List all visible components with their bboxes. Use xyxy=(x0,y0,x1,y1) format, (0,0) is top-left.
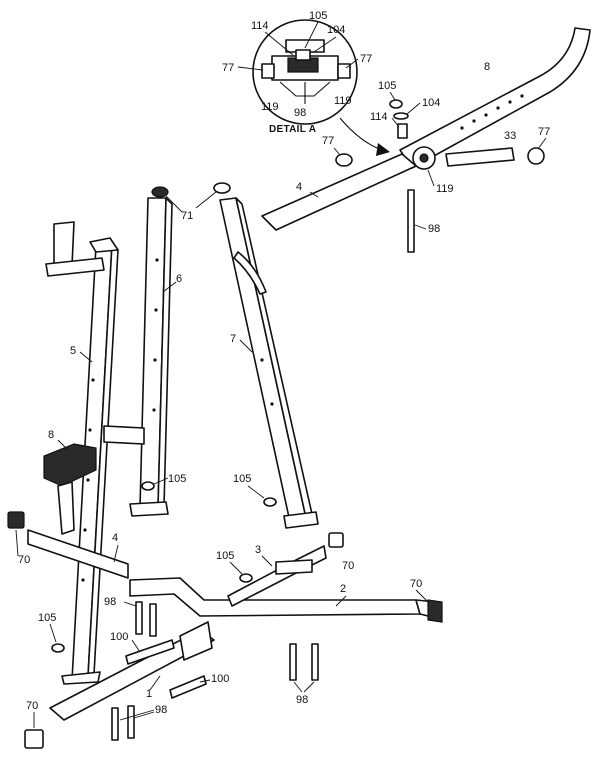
part-6-center-upright xyxy=(129,197,173,517)
label-8-upper: 8 xyxy=(484,61,490,73)
part-77-cap-left xyxy=(335,153,353,167)
label-77-left: 77 xyxy=(322,135,334,147)
part-70-cap-3 xyxy=(427,599,443,623)
part-119-pulley xyxy=(412,146,436,170)
part-70-cap-1 xyxy=(7,511,25,529)
part-4-lower-bar xyxy=(27,529,129,579)
part-6-crossbar xyxy=(103,425,145,445)
part-2-base-rail xyxy=(129,577,437,619)
part-8-upper-rail xyxy=(399,27,591,169)
label-5: 5 xyxy=(70,345,76,357)
part-3-crossmember xyxy=(227,545,327,607)
label-114: 114 xyxy=(370,111,388,123)
part-70-cap-2 xyxy=(328,532,344,548)
label-6: 6 xyxy=(176,273,182,285)
label-1: 1 xyxy=(146,688,152,700)
label-105-b: 105 xyxy=(233,473,251,485)
part-71-cap-left xyxy=(151,186,169,198)
label-98-a: 98 xyxy=(104,596,116,608)
label-100-a: 100 xyxy=(110,631,128,643)
detail-a-title: DETAIL A xyxy=(269,124,316,135)
part-8-seat xyxy=(43,443,97,535)
part-70-cap-4 xyxy=(24,729,44,749)
detail-label-104: 104 xyxy=(327,24,345,36)
label-98-c: 98 xyxy=(155,704,167,716)
label-105-upper: 105 xyxy=(378,80,396,92)
detail-label-98: 98 xyxy=(294,107,306,119)
label-4-lower: 4 xyxy=(112,532,118,544)
label-70-left: 70 xyxy=(18,554,30,566)
label-98-b: 98 xyxy=(296,694,308,706)
label-8-seat: 8 xyxy=(48,429,54,441)
label-105-c: 105 xyxy=(216,550,234,562)
part-105-nut-b xyxy=(263,497,277,507)
detail-a-inset xyxy=(252,19,358,125)
part-98-bolts xyxy=(111,601,319,741)
detail-label-77-right: 77 xyxy=(360,53,372,65)
part-105-nut-d xyxy=(51,643,65,653)
part-71-cap-right xyxy=(213,182,231,194)
part-100-pins xyxy=(125,639,207,699)
part-77-cap-right xyxy=(527,147,545,165)
label-98-upper: 98 xyxy=(428,223,440,235)
detail-label-105: 105 xyxy=(309,10,327,22)
label-77-right: 77 xyxy=(538,126,550,138)
detail-arrow-head xyxy=(376,143,390,156)
part-33-handle xyxy=(445,147,515,167)
label-7: 7 xyxy=(230,333,236,345)
label-70-center: 70 xyxy=(342,560,354,572)
label-100-b: 100 xyxy=(211,673,229,685)
part-114-upper xyxy=(397,123,408,139)
label-3: 3 xyxy=(255,544,261,556)
part-105-nut-a xyxy=(141,481,155,491)
part-105-nut-c xyxy=(239,573,253,583)
detail-label-119-left: 119 xyxy=(261,101,279,113)
label-70-bottom: 70 xyxy=(26,700,38,712)
label-104: 104 xyxy=(422,97,440,109)
part-104-washer xyxy=(393,112,409,120)
label-71: 71 xyxy=(181,210,193,222)
label-105-d: 105 xyxy=(38,612,56,624)
detail-label-77-left: 77 xyxy=(222,62,234,74)
label-105-a: 105 xyxy=(168,473,186,485)
part-105-nut-upper xyxy=(389,99,403,109)
detail-label-119-right: 119 xyxy=(334,95,352,107)
label-4-upper: 4 xyxy=(296,181,302,193)
label-2: 2 xyxy=(340,583,346,595)
detail-label-114: 114 xyxy=(251,20,269,32)
label-119: 119 xyxy=(436,183,454,195)
part-7-diagonal-arm xyxy=(219,197,319,529)
part-98-bolt-upper xyxy=(407,189,415,253)
label-70-right: 70 xyxy=(410,578,422,590)
label-33: 33 xyxy=(504,130,516,142)
